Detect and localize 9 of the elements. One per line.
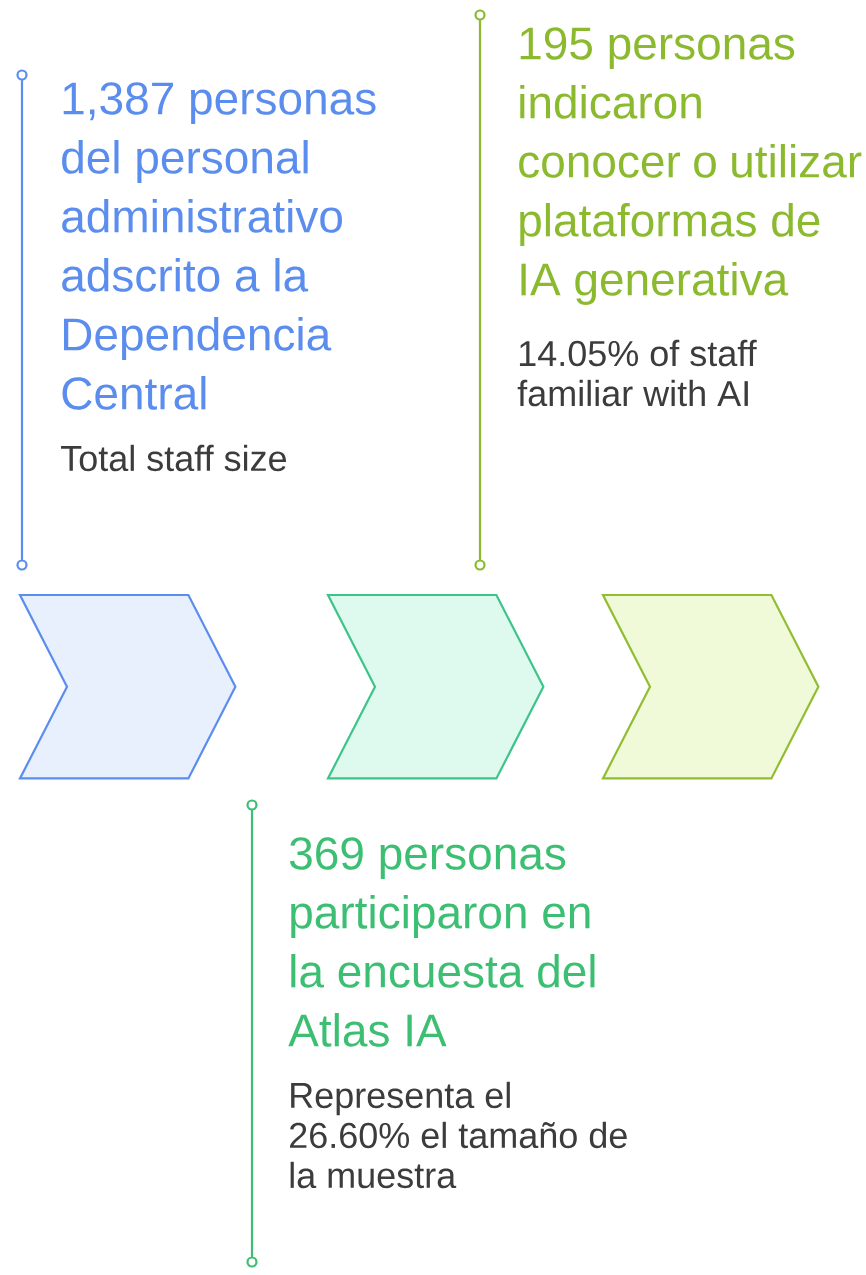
heading-text: 1,387 personas del personal administrativo adscrito a la Dependencia Central: [62, 82, 376, 410]
body-text: Total staff size: [61, 444, 286, 472]
heading-text: 369 personas participaron en la encuesta del Atlas IA: [288, 837, 595, 1047]
chevron-shape: [326, 593, 545, 780]
body-text: 14.05% of staff familiar with AI: [517, 339, 757, 407]
chevron-shape: [18, 593, 237, 780]
body-text: Representa el 26.60% el tamaño de la muestra: [290, 1081, 627, 1189]
heading-text: 195 personas indicaron conocer o utilizar plataformas de IA generativa: [519, 27, 862, 305]
chevron-shape: [601, 593, 820, 780]
